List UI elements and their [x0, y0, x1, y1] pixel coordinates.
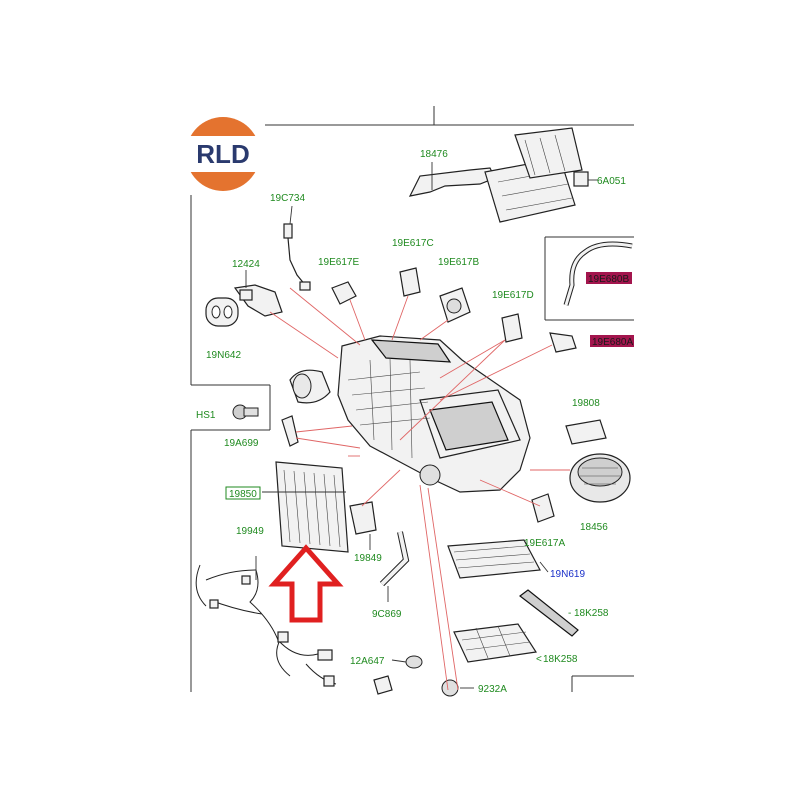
label-19e680b: 19E680B [588, 274, 629, 285]
label-18k258-a-prefix: - [568, 608, 571, 619]
part-txv-19849 [349, 501, 377, 535]
leader-lines [245, 162, 598, 691]
label-12a647: 12A647 [350, 656, 385, 667]
part-actuator-19e617e [331, 281, 357, 305]
label-19949: 19949 [236, 526, 264, 537]
part-sensor-12a647 [373, 655, 423, 695]
part-hvac-housing [289, 335, 531, 493]
rld-logo: RLD [184, 117, 262, 191]
highlight-19e680a [590, 335, 634, 347]
label-18k258-b: 18K258 [543, 654, 578, 665]
label-19e617e: 19E617E [318, 257, 359, 268]
part-clip-9232a [441, 679, 459, 697]
part-filter-19n619 [447, 539, 541, 579]
label-hs1: HS1 [196, 410, 216, 421]
label-18476: 18476 [420, 149, 448, 160]
label-9c869: 9C869 [372, 609, 402, 620]
label-19808: 19808 [572, 398, 600, 409]
label-19850: 19850 [229, 489, 257, 500]
part-actuator-19e617c [399, 267, 421, 297]
label-19n642: 19N642 [206, 350, 241, 361]
logo-band [184, 136, 262, 172]
part-bracket-12424 [233, 284, 283, 317]
part-pipe-9c869 [379, 531, 410, 587]
frame-lines [190, 106, 634, 692]
part-harness-19949 [195, 564, 337, 687]
part-resistor-19808 [565, 419, 607, 445]
callout-labels: 18476 6A051 19C734 19E617C 19E617E 19E61… [196, 149, 634, 695]
part-frame-18k258 [453, 623, 538, 663]
part-actuator-19e617a [531, 493, 555, 523]
label-19n619: 19N619 [550, 569, 585, 580]
label-19e617c: 19E617C [392, 238, 434, 249]
part-pipe-19e680b [549, 241, 633, 353]
label-12424: 12424 [232, 259, 260, 270]
label-9232a: 9232A [478, 684, 507, 695]
label-18k258-b-prefix: < [536, 654, 542, 665]
part-heater-core [408, 127, 589, 223]
label-19e680a: 19E680A [592, 337, 633, 348]
label-18456: 18456 [580, 522, 608, 533]
label-19e617a: 19E617A [524, 538, 565, 549]
label-18k258-a: 18K258 [574, 608, 609, 619]
label-19849: 19849 [354, 553, 382, 564]
part-evaporator-19850 [275, 461, 349, 553]
up-arrow-icon [268, 544, 344, 623]
label-6a051: 6A051 [597, 176, 626, 187]
part-actuator-19e617d [501, 313, 523, 343]
part-sensor-19c734 [283, 223, 311, 291]
label-19e617d: 19E617D [492, 290, 534, 301]
label-19a699: 19A699 [224, 438, 259, 449]
part-screw-hs1 [232, 404, 259, 420]
logo-text: RLD [196, 139, 249, 169]
part-blower-18456 [569, 453, 631, 503]
highlight-19e680b [586, 272, 632, 284]
part-sensor-19a699 [281, 415, 299, 447]
label-19e617b: 19E617B [438, 257, 479, 268]
box-19850 [225, 486, 261, 500]
part-actuator-19e617b [439, 287, 471, 323]
label-19c734: 19C734 [270, 193, 305, 204]
part-seal-19n642 [205, 297, 239, 327]
part-strip-18k258 [519, 589, 579, 637]
